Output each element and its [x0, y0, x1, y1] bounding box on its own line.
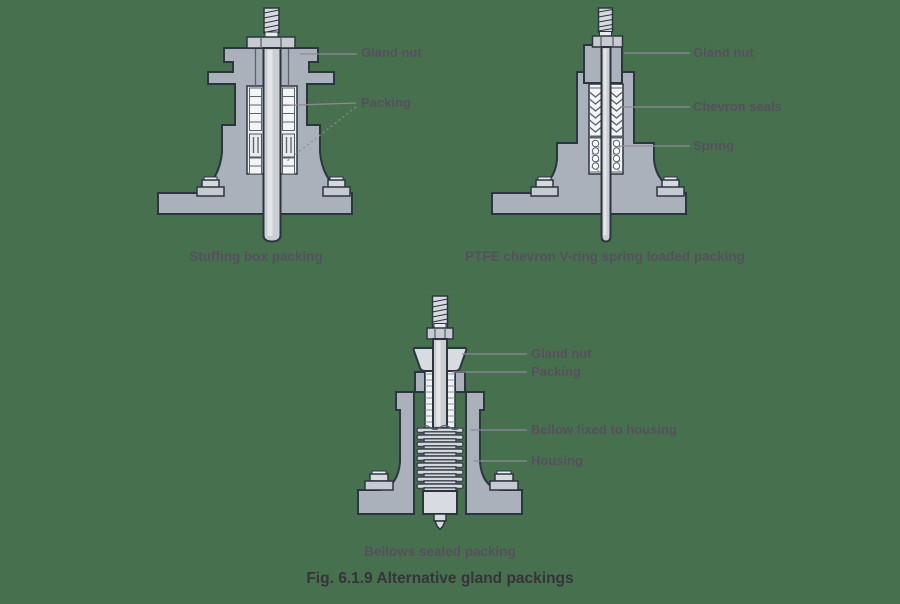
- bellows-weld-seam: [419, 424, 461, 431]
- label-chevron-seals: Chevron seals: [693, 99, 782, 114]
- housing-wall: [465, 391, 523, 515]
- label-gland-nut: Gland nut: [361, 45, 422, 60]
- flange-bolt: [530, 176, 559, 197]
- hex-nut: [591, 35, 624, 48]
- stuffing-box-valve-diagram: [157, 7, 353, 243]
- flange-bolt: [656, 176, 685, 197]
- hex-nut: [426, 327, 454, 340]
- flange-bolt: [322, 176, 351, 197]
- stem-tip: [433, 513, 447, 531]
- bellows: [416, 424, 464, 492]
- diagram-caption-bellows-sealed: Bellows sealed packing: [364, 544, 516, 559]
- lantern-ring: [249, 133, 295, 158]
- label-gland-nut: Gland nut: [693, 45, 754, 60]
- label-packing: Packing: [531, 364, 581, 379]
- label-packing: Packing: [361, 95, 411, 110]
- hex-nut: [246, 36, 296, 49]
- threaded-stem: [263, 7, 280, 34]
- leader-lines: [282, 52, 690, 462]
- flange-bolt: [196, 176, 225, 197]
- label-gland-nut: Gland nut: [531, 346, 592, 361]
- packing-rings: [249, 87, 295, 175]
- threaded-stem: [431, 295, 449, 329]
- leader-line: [282, 102, 357, 107]
- valve-stem: [432, 338, 448, 429]
- bellows-sealed-valve-diagram: [357, 295, 523, 531]
- housing-collar: [454, 371, 466, 393]
- threaded-stem: [597, 7, 614, 33]
- bellows-end-fitting: [422, 490, 458, 515]
- label-housing: Housing: [531, 453, 583, 468]
- chevron-seal-stack: [589, 87, 623, 137]
- valve-stem: [600, 46, 612, 243]
- housing-collar: [414, 371, 426, 393]
- chevron-ring-valve-diagram: [491, 7, 687, 243]
- label-bellow-fixed: Bellow fixed to housing: [531, 422, 677, 437]
- flange-bolt: [489, 470, 519, 491]
- diagram-caption-chevron-ring: PTFE chevron V-ring spring loaded packin…: [465, 249, 745, 264]
- figure-caption: Fig. 6.1.9 Alternative gland packings: [306, 570, 574, 587]
- valve-stem: [262, 47, 282, 243]
- housing-wall: [357, 391, 415, 515]
- label-spring: Spring: [693, 138, 735, 153]
- diagram-caption-stuffing-box: Stuffing box packing: [189, 249, 323, 264]
- flange-bolt: [364, 470, 394, 491]
